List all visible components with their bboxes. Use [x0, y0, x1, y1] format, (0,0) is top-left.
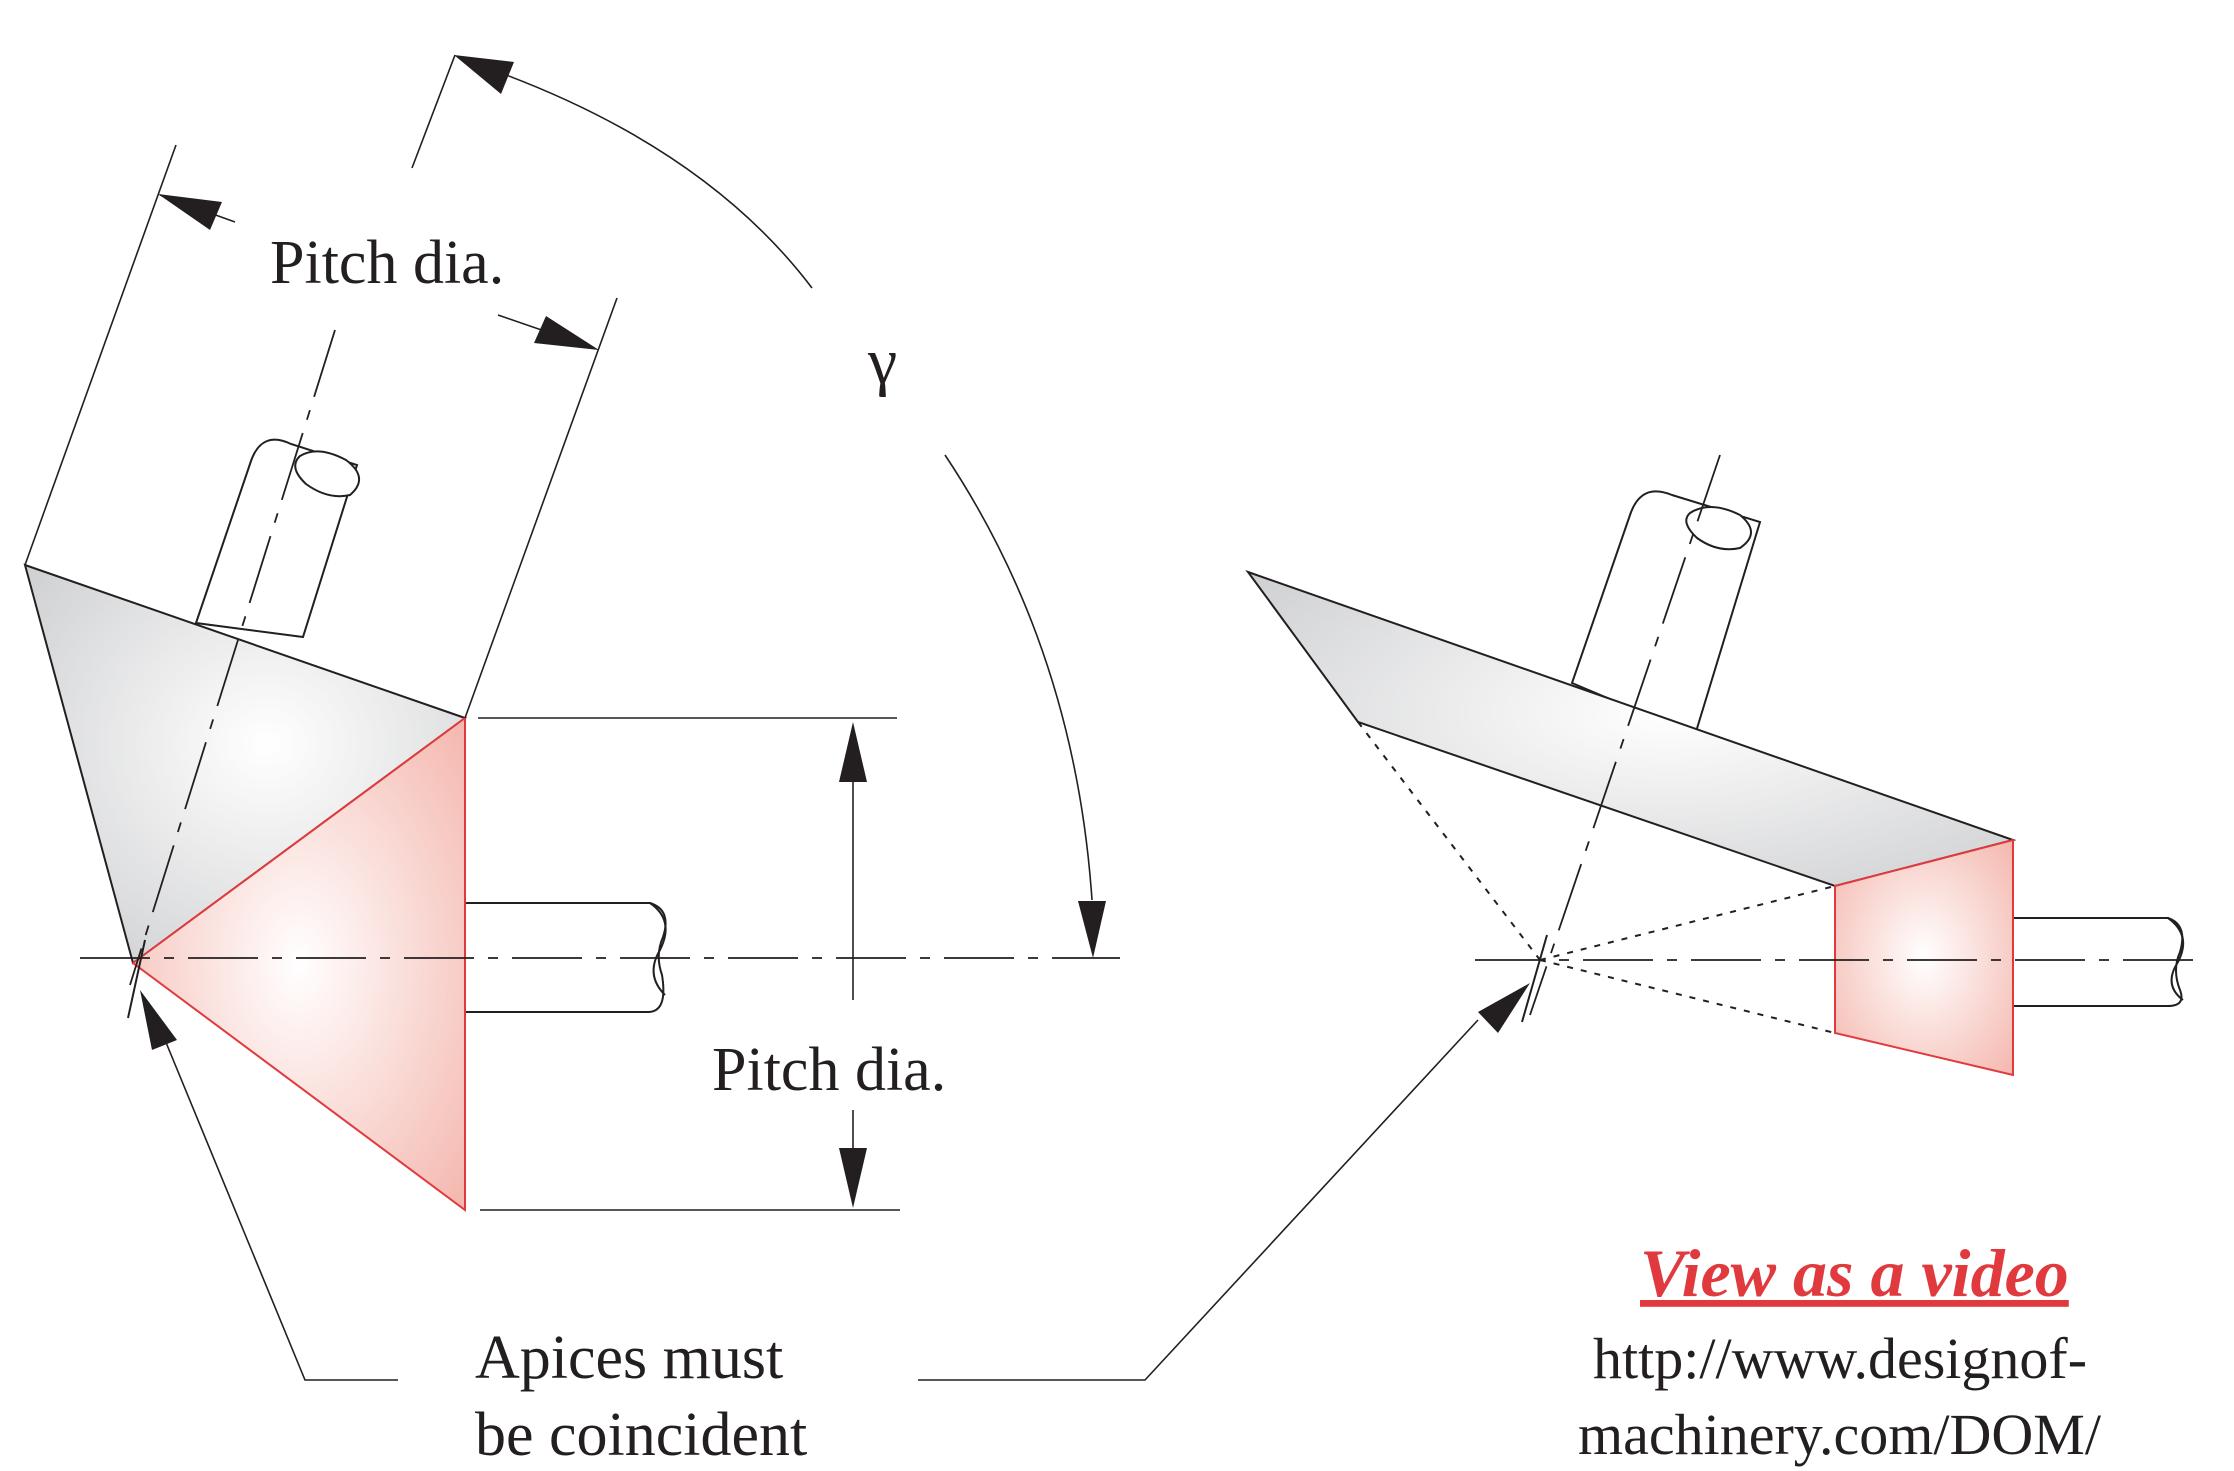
- apices-label-line1: Apices must: [475, 1324, 783, 1392]
- gear-axis-centerline: [129, 329, 336, 986]
- pinion-pitch-cone: [131, 716, 466, 1212]
- gear-shaft: [194, 438, 360, 639]
- gamma-label: γ: [867, 325, 897, 398]
- right-gear-assembly: [1245, 454, 2200, 1077]
- apices-label-line2: be coincident: [475, 1401, 807, 1469]
- view-video-link[interactable]: View as a video: [1640, 1235, 2069, 1311]
- right-pinion-frustum: [1834, 838, 2014, 1077]
- gamma-arc-lower: [944, 454, 1093, 901]
- pitch-dia-bottom-label: Pitch dia.: [712, 1036, 946, 1104]
- apices-leaders: [140, 983, 1530, 1381]
- right-gear-axis-centerline: [1529, 454, 1721, 1016]
- pitch-dia-top-label: Pitch dia.: [270, 229, 504, 297]
- gamma-arc-upper: [469, 61, 813, 289]
- url-line2: machinery.com/DOM/: [1578, 1402, 2102, 1467]
- pitch-dia-ext-right: [464, 297, 618, 719]
- url-line1: http://www.designof-: [1593, 1326, 2087, 1391]
- left-gear-assembly: [23, 54, 1120, 1212]
- pitch-dia-ext-left: [24, 144, 177, 566]
- right-pinion-shaft: [2012, 917, 2185, 1007]
